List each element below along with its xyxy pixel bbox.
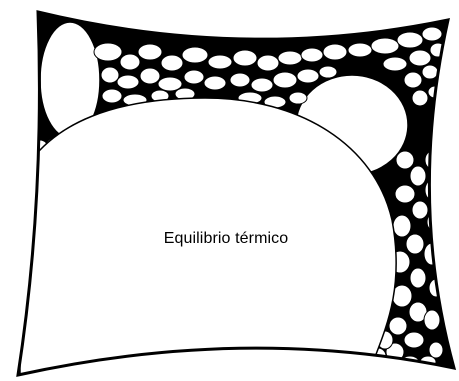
small-grain — [323, 44, 347, 60]
small-grain — [412, 90, 428, 106]
small-grain — [140, 68, 160, 84]
small-grain — [393, 215, 411, 237]
small-grain — [230, 73, 250, 87]
small-grain — [102, 89, 122, 103]
small-grain — [404, 72, 422, 88]
small-grain — [161, 55, 183, 71]
small-grain — [410, 268, 426, 288]
small-grain — [397, 32, 423, 48]
small-grain — [395, 185, 415, 203]
small-grain — [301, 48, 323, 62]
small-grain — [233, 50, 257, 66]
small-grain — [319, 66, 337, 78]
small-grain — [101, 67, 119, 83]
small-grain — [410, 166, 426, 186]
small-grain — [182, 47, 208, 63]
small-grain — [117, 75, 139, 89]
small-grain — [425, 151, 439, 169]
small-grain — [409, 50, 431, 66]
small-grain — [208, 55, 232, 69]
small-grain — [257, 55, 279, 71]
small-grain — [158, 77, 182, 91]
center-label: Equilibrio térmico — [96, 230, 356, 248]
small-grain — [424, 310, 440, 330]
small-grain — [422, 65, 438, 79]
small-grain — [94, 43, 122, 61]
small-grain — [273, 72, 297, 88]
small-grain — [120, 54, 140, 70]
small-grain — [389, 317, 407, 335]
small-grain — [348, 43, 372, 57]
small-grain — [184, 70, 204, 84]
small-grain — [251, 78, 273, 92]
small-grain — [425, 180, 439, 200]
small-grain — [412, 201, 428, 219]
small-grain — [138, 44, 162, 60]
small-grain — [371, 38, 399, 54]
small-grain — [429, 342, 443, 358]
small-grain — [422, 27, 442, 41]
small-grain — [289, 92, 307, 104]
small-grain — [404, 332, 424, 348]
small-grain — [278, 51, 302, 65]
small-grain — [396, 151, 414, 169]
small-grain — [204, 76, 226, 90]
small-grain — [406, 234, 424, 254]
small-grain — [383, 57, 407, 71]
small-grain — [297, 69, 319, 83]
